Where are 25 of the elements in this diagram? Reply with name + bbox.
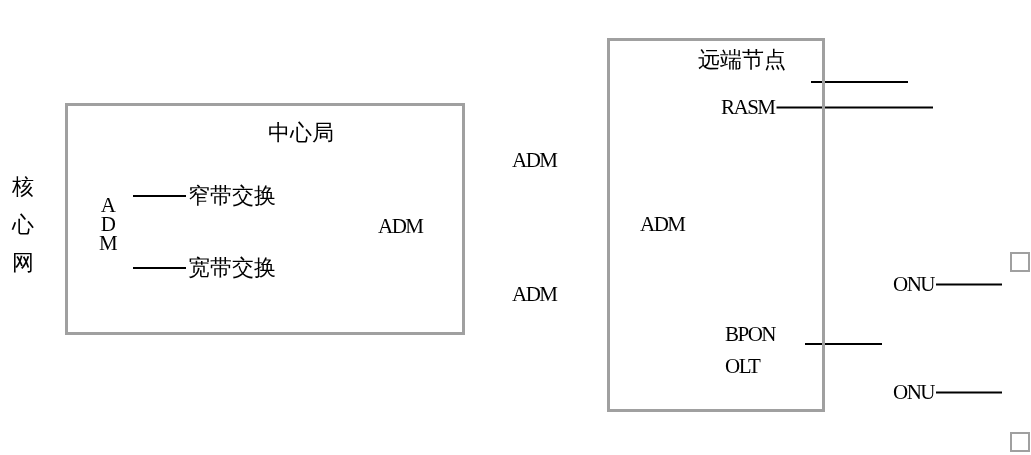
box-title: 中心局 xyxy=(268,119,334,147)
module-label: RASM xyxy=(721,95,775,120)
office-box xyxy=(65,103,465,335)
connector-line xyxy=(935,283,1003,286)
module-label: ADM xyxy=(378,214,423,239)
small-square xyxy=(1010,432,1030,452)
connector-line xyxy=(132,267,187,269)
unit-label: ONU xyxy=(893,272,934,297)
switch-label: 窄带交换 xyxy=(188,181,276,211)
box-title: 远端节点 xyxy=(698,46,786,74)
remote-node-box xyxy=(607,38,825,412)
module-label: ADM xyxy=(640,212,685,237)
module-label: ADM xyxy=(512,282,557,307)
connector-line xyxy=(775,106,934,109)
connector-line xyxy=(804,343,883,345)
module-label: BPON OLT xyxy=(725,318,803,382)
switch-label: 宽带交换 xyxy=(188,253,276,283)
module-label: ADM xyxy=(512,148,557,173)
unit-label: ONU xyxy=(893,380,934,405)
small-square xyxy=(1010,252,1030,272)
side-label: 核心网 xyxy=(12,173,34,277)
connector-line xyxy=(935,391,1003,394)
connector-line xyxy=(810,81,909,83)
vertical-label: ADM xyxy=(97,196,118,253)
connector-line xyxy=(132,195,187,197)
